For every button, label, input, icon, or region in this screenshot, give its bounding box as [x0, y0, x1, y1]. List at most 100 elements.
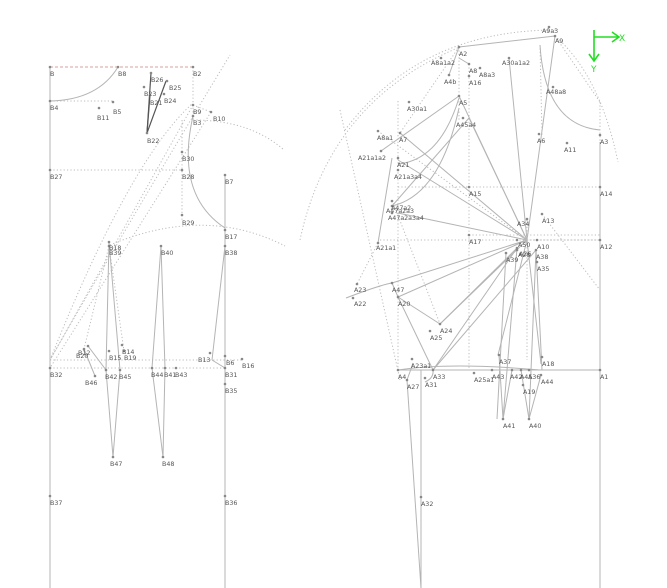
point-marker-b38[interactable]: [223, 244, 227, 248]
point-marker-b24[interactable]: [162, 92, 166, 96]
point-marker-b32[interactable]: [48, 366, 52, 370]
point-marker-a32[interactable]: [419, 495, 423, 499]
point-marker-a21a1a2[interactable]: [379, 149, 383, 153]
point-marker-b15[interactable]: [107, 349, 111, 353]
point-marker-b31[interactable]: [223, 366, 227, 370]
point-marker-a30a1a2[interactable]: [507, 56, 511, 60]
point-marker-a8a1a2[interactable]: [439, 56, 443, 60]
point-marker-a34[interactable]: [525, 217, 529, 221]
point-marker-b43[interactable]: [174, 366, 178, 370]
point-marker-b13[interactable]: [208, 351, 212, 355]
point-marker-b17[interactable]: [223, 228, 227, 232]
point-marker-a37[interactable]: [497, 353, 501, 357]
point-marker-b12[interactable]: [86, 344, 90, 348]
point-marker-a33[interactable]: [431, 368, 435, 372]
point-marker-b36[interactable]: [223, 494, 227, 498]
point-marker-a27[interactable]: [405, 378, 409, 382]
point-marker-a20[interactable]: [396, 295, 400, 299]
point-marker-b46[interactable]: [93, 374, 97, 378]
point-marker-a47a2a3[interactable]: [390, 204, 394, 208]
point-marker-a19[interactable]: [521, 383, 525, 387]
point-marker-a11[interactable]: [565, 141, 569, 145]
point-marker-a6[interactable]: [537, 132, 541, 136]
point-marker-a14[interactable]: [598, 185, 602, 189]
point-marker-b23[interactable]: [142, 85, 146, 89]
point-marker-a24[interactable]: [438, 322, 442, 326]
point-marker-a36[interactable]: [527, 368, 531, 372]
point-marker-a17[interactable]: [467, 233, 471, 237]
point-marker-a15[interactable]: [467, 185, 471, 189]
point-marker-b45[interactable]: [118, 368, 122, 372]
point-marker-b47[interactable]: [111, 455, 115, 459]
point-marker-a30a1[interactable]: [407, 100, 411, 104]
point-marker-a50[interactable]: [515, 238, 519, 242]
point-marker-a21a3a4[interactable]: [396, 168, 400, 172]
point-marker-b35[interactable]: [223, 382, 227, 386]
point-marker-a1[interactable]: [598, 368, 602, 372]
point-marker-a42[interactable]: [510, 368, 514, 372]
point-marker-a39[interactable]: [504, 251, 508, 255]
point-marker-b19[interactable]: [122, 349, 126, 353]
point-marker-a47a2a3a4[interactable]: [390, 211, 394, 215]
point-marker-b[interactable]: [48, 65, 52, 69]
point-marker-b28[interactable]: [180, 168, 184, 172]
point-marker-a40[interactable]: [527, 417, 531, 421]
point-marker-b8[interactable]: [116, 65, 120, 69]
point-marker-a7[interactable]: [398, 131, 402, 135]
point-marker-a25[interactable]: [428, 329, 432, 333]
point-marker-a26[interactable]: [515, 248, 519, 252]
point-marker-b27[interactable]: [48, 168, 52, 172]
point-marker-b5[interactable]: [111, 100, 115, 104]
point-marker-a18[interactable]: [540, 355, 544, 359]
point-marker-b7[interactable]: [223, 173, 227, 177]
point-marker-a48a8[interactable]: [551, 85, 555, 89]
point-marker-a13[interactable]: [540, 212, 544, 216]
point-marker-b44[interactable]: [150, 366, 154, 370]
point-marker-a8[interactable]: [467, 62, 471, 66]
point-marker-b37[interactable]: [48, 494, 52, 498]
point-marker-a23[interactable]: [355, 282, 359, 286]
point-marker-b18[interactable]: [107, 240, 111, 244]
point-marker-b26[interactable]: [149, 71, 153, 75]
point-marker-b42[interactable]: [104, 368, 108, 372]
point-marker-a31[interactable]: [423, 376, 427, 380]
point-marker-a21a1[interactable]: [376, 241, 380, 245]
point-marker-b21[interactable]: [148, 93, 152, 97]
point-marker-a8a1[interactable]: [376, 129, 380, 133]
point-marker-b10[interactable]: [209, 110, 213, 114]
point-marker-a43[interactable]: [490, 368, 494, 372]
point-marker-b25[interactable]: [165, 79, 169, 83]
point-marker-b22[interactable]: [145, 131, 149, 135]
point-marker-a22[interactable]: [351, 296, 355, 300]
point-marker-b40[interactable]: [159, 244, 163, 248]
point-marker-a44[interactable]: [539, 373, 543, 377]
point-marker-b2[interactable]: [191, 65, 195, 69]
point-marker-a45[interactable]: [519, 368, 523, 372]
point-marker-a3[interactable]: [598, 133, 602, 137]
point-marker-a12[interactable]: [598, 238, 602, 242]
point-marker-b30[interactable]: [180, 150, 184, 154]
point-marker-b9[interactable]: [191, 103, 195, 107]
point-marker-a9[interactable]: [553, 34, 557, 38]
point-marker-a10[interactable]: [535, 238, 539, 242]
point-marker-b41[interactable]: [163, 366, 167, 370]
point-marker-b29[interactable]: [180, 213, 184, 217]
point-marker-a23a1[interactable]: [410, 357, 414, 361]
point-marker-a2[interactable]: [457, 45, 461, 49]
point-marker-b48[interactable]: [161, 455, 165, 459]
point-marker-a28[interactable]: [515, 246, 519, 250]
point-marker-a9a3[interactable]: [547, 25, 551, 29]
point-marker-a4[interactable]: [396, 368, 400, 372]
point-marker-a47[interactable]: [390, 281, 394, 285]
point-marker-a41[interactable]: [501, 417, 505, 421]
point-marker-b20[interactable]: [82, 347, 86, 351]
point-marker-a21[interactable]: [396, 156, 400, 160]
point-marker-a47a2[interactable]: [390, 199, 394, 203]
point-marker-a8a3[interactable]: [478, 66, 482, 70]
point-marker-b14[interactable]: [120, 343, 124, 347]
point-marker-a35[interactable]: [535, 260, 539, 264]
point-marker-a16[interactable]: [467, 74, 471, 78]
point-marker-b11[interactable]: [97, 106, 101, 110]
point-marker-a25a1[interactable]: [472, 371, 476, 375]
